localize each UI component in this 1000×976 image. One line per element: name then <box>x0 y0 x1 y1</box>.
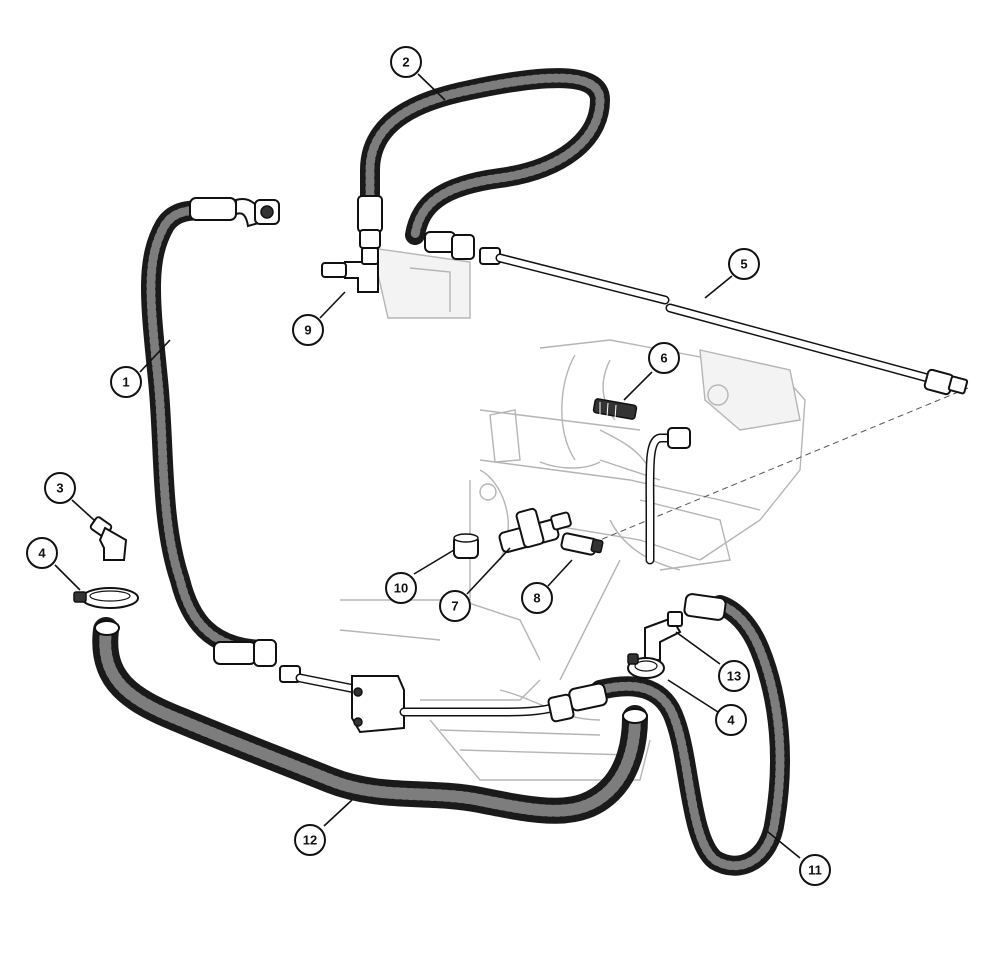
center-tube <box>645 427 691 565</box>
dashed-connection-line <box>599 387 969 541</box>
callout-11: 11 <box>799 854 831 886</box>
cap-10 <box>453 533 479 559</box>
hose-clamp-4-right <box>627 653 665 679</box>
callout-2: 2 <box>390 46 422 78</box>
callout-2-label: 2 <box>402 55 409 70</box>
fitting-6 <box>592 398 638 420</box>
callout-9-label: 9 <box>304 323 311 338</box>
callout-4a-label: 4 <box>38 546 46 561</box>
callout-5-label: 5 <box>740 257 747 272</box>
leader-2 <box>417 73 446 101</box>
callout-8: 8 <box>521 582 553 614</box>
leader-11 <box>767 831 801 859</box>
tee-fitting-7 <box>498 507 572 554</box>
callout-1-label: 1 <box>122 375 129 390</box>
callout-9: 9 <box>292 314 324 346</box>
callout-10: 10 <box>385 572 417 604</box>
hose-clamp-4-left <box>73 587 139 609</box>
callout-7-label: 7 <box>451 599 458 614</box>
hose-12 <box>92 617 648 824</box>
leader-3 <box>71 499 95 521</box>
callout-4a: 4 <box>26 537 58 569</box>
callout-4b: 4 <box>715 704 747 736</box>
leader-9 <box>319 291 346 319</box>
leader-13 <box>675 631 721 665</box>
leader-5 <box>704 275 733 299</box>
tube-5 <box>479 247 969 396</box>
hose-1 <box>141 197 280 667</box>
callout-13: 13 <box>718 660 750 692</box>
leader-7 <box>466 547 511 595</box>
callout-12-label: 12 <box>303 833 317 848</box>
hose-2 <box>357 68 610 260</box>
leader-10 <box>413 549 455 575</box>
lower-tube-and-block <box>279 665 565 734</box>
callout-8-label: 8 <box>533 591 540 606</box>
callout-3-label: 3 <box>56 481 63 496</box>
callout-6: 6 <box>648 342 680 374</box>
callout-3: 3 <box>44 472 76 504</box>
callout-11-label: 11 <box>808 863 822 878</box>
fitting-9-elbow <box>321 247 379 293</box>
fitting-13-elbow <box>644 611 683 661</box>
hose-11 <box>547 593 790 876</box>
leader-12 <box>323 799 353 827</box>
callout-5: 5 <box>728 248 760 280</box>
leader-8 <box>547 559 573 587</box>
leader-1 <box>139 339 171 373</box>
leader-6 <box>623 371 653 401</box>
callout-6-label: 6 <box>660 351 667 366</box>
leader-lines <box>54 73 801 859</box>
callout-12: 12 <box>294 824 326 856</box>
fitting-3-elbow <box>89 516 128 561</box>
leader-4a <box>54 564 81 591</box>
leader-4b <box>667 679 719 713</box>
connector-8 <box>560 532 604 556</box>
callout-13-label: 13 <box>727 669 741 684</box>
callout-1: 1 <box>110 366 142 398</box>
callout-7: 7 <box>439 590 471 622</box>
callout-4b-label: 4 <box>727 713 735 728</box>
callout-10-label: 10 <box>394 581 408 596</box>
